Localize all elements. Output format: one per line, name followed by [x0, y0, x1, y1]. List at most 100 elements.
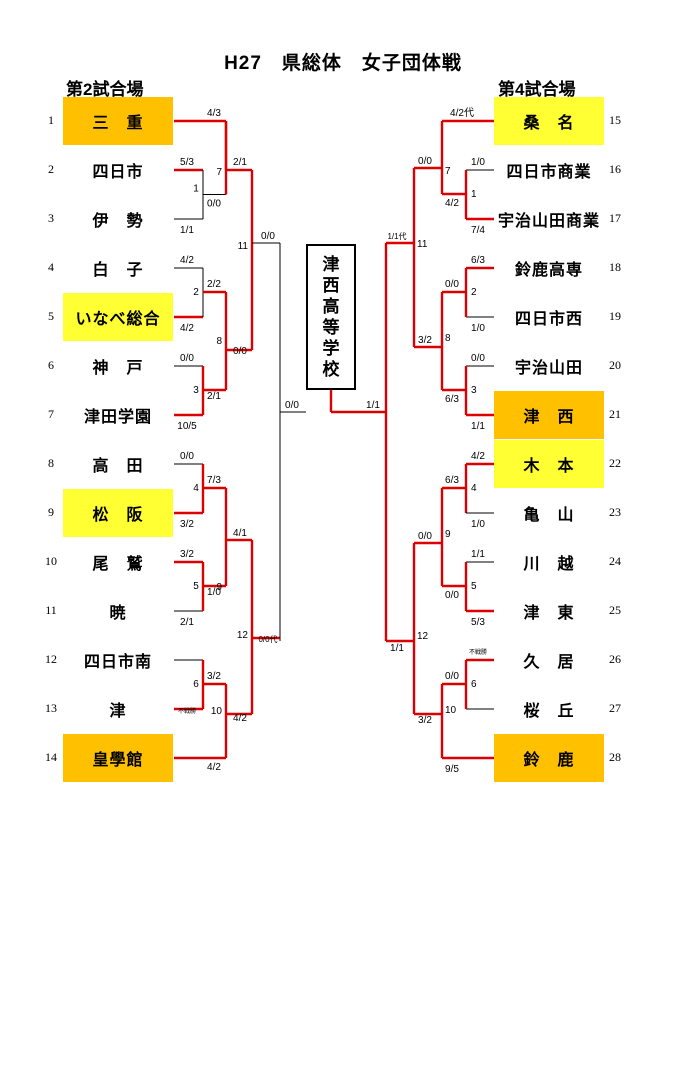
seed-number-12: 12: [45, 652, 57, 666]
team-24: 川 越: [523, 556, 575, 573]
team-16: 四日市商業: [506, 164, 592, 181]
bracket-label-42: 4/2: [445, 198, 459, 209]
team-25: 津 東: [523, 605, 575, 622]
bracket-label-11: 0/0: [180, 353, 194, 364]
bracket-label-32: 4/2: [207, 762, 221, 773]
team-8: 高 田: [92, 458, 144, 475]
team-23: 亀 山: [523, 507, 575, 524]
bracket-label-74: 1/1: [390, 643, 404, 654]
seed-number-17: 17: [609, 211, 621, 225]
bracket-label-2: 1/1: [180, 225, 194, 236]
bracket-label-38: 4/2代: [450, 107, 474, 119]
bracket-label-16: 0/0: [233, 346, 247, 357]
bracket-label-26: 1/0: [207, 587, 221, 598]
team-5: いなべ総合: [63, 293, 173, 341]
bracket-label-31: 3/2: [207, 671, 221, 682]
team-7: 津田学園: [83, 409, 152, 426]
seed-number-22: 22: [609, 456, 621, 470]
bracket-label-46: 1/0: [471, 323, 485, 334]
bracket-label-62: 5/3: [471, 617, 485, 628]
bracket-label-59: 4: [471, 483, 477, 494]
seed-number-11: 11: [45, 603, 57, 617]
page-title: H27 県総体 女子団体戦: [224, 53, 462, 74]
bracket-label-67: 不戦勝: [469, 648, 487, 656]
team-9: 松 阪: [63, 489, 173, 537]
seed-number-25: 25: [609, 603, 621, 617]
bracket-label-30: 6: [193, 679, 199, 690]
bracket-label-55: 11: [417, 239, 428, 250]
seed-number-7: 7: [48, 407, 54, 421]
seed-number-19: 19: [609, 309, 621, 323]
champion-char-6: 校: [322, 360, 340, 379]
bracket-label-19: 0/0: [180, 451, 194, 462]
team-27: 桜 丘: [523, 703, 575, 720]
team-10: 尾 鷲: [92, 556, 144, 573]
team-12: 四日市南: [83, 654, 152, 671]
bracket-label-10: 2/2: [207, 279, 221, 290]
bracket-label-70: 9/5: [445, 764, 459, 775]
team-20: 宇治山田: [514, 360, 583, 377]
seed-number-21: 21: [609, 407, 621, 421]
team-6: 神 戸: [92, 360, 144, 377]
seed-number-18: 18: [609, 260, 621, 274]
bracket-label-34: 4/2: [233, 713, 247, 724]
bracket-label-13: 3: [193, 385, 199, 396]
bracket-label-24: 2/1: [180, 617, 194, 628]
champion-char-4: 等: [322, 318, 340, 337]
team-28: 鈴 鹿: [494, 734, 604, 782]
venue-label-right: 第4試合場: [498, 80, 576, 99]
team-14: 皇學館: [63, 734, 173, 782]
seed-number-15: 15: [609, 113, 621, 127]
bracket-label-17: 11: [238, 241, 249, 252]
bracket-label-1: 5/3: [180, 157, 194, 168]
bracket-label-29: 不戦勝: [178, 707, 196, 715]
champion-box: 津 西 高 等 学 校: [306, 244, 356, 390]
bracket-label-71: 10: [445, 705, 457, 716]
bracket-label-68: 6: [471, 679, 477, 690]
seed-number-23: 23: [609, 505, 621, 519]
bracket-label-45: 6/3: [471, 255, 485, 266]
bracket-label-5: 7: [216, 167, 222, 178]
bracket-label-47: 2: [471, 287, 477, 298]
seed-number-14: 14: [45, 750, 57, 764]
seed-number-6: 6: [48, 358, 54, 372]
bracket-label-44: 0/0: [418, 156, 432, 167]
bracket-label-51: 3: [471, 385, 477, 396]
bracket-label-69: 0/0: [445, 671, 459, 682]
bracket-label-60: 6/3: [445, 475, 459, 486]
champion-char-2: 西: [322, 276, 340, 295]
bracket-label-56: 1/1代: [387, 231, 406, 241]
bracket-label-28: 4/1: [233, 528, 247, 539]
team-18: 鈴鹿高専: [514, 262, 583, 279]
bracket-label-37: 0/0: [285, 400, 299, 411]
bracket-label-4: 0/0: [207, 199, 221, 210]
bracket-label-52: 6/3: [445, 394, 459, 405]
bracket-label-48: 0/0: [445, 279, 459, 290]
champion-char-5: 学: [322, 339, 340, 358]
seed-number-3: 3: [48, 211, 54, 225]
bracket-label-18: 0/0: [261, 231, 275, 242]
seed-number-20: 20: [609, 358, 621, 372]
bracket-label-58: 1/0: [471, 519, 485, 530]
seed-number-8: 8: [48, 456, 54, 470]
bracket-label-64: 0/0: [445, 590, 459, 601]
bracket-label-65: 9: [445, 529, 451, 540]
bracket-label-27: 9: [216, 582, 222, 593]
bracket-label-72: 3/2: [418, 715, 432, 726]
team-15: 桑 名: [494, 97, 604, 145]
champion-char-3: 高: [322, 297, 340, 316]
venue-label-left: 第2試合場: [66, 80, 144, 99]
bracket-label-49: 0/0: [471, 353, 485, 364]
team-1: 三 重: [63, 97, 173, 145]
seed-number-10: 10: [45, 554, 57, 568]
bracket-label-36: 0/0代: [258, 634, 277, 644]
seed-number-16: 16: [609, 162, 621, 176]
team-3: 伊 勢: [92, 213, 144, 230]
bracket-label-41: 1: [471, 189, 477, 200]
bracket-label-53: 8: [445, 333, 451, 344]
bracket-label-54: 3/2: [418, 335, 432, 346]
team-13: 津: [109, 703, 127, 720]
bracket-label-12: 10/5: [177, 421, 197, 432]
bracket-label-6: 2/1: [233, 157, 247, 168]
